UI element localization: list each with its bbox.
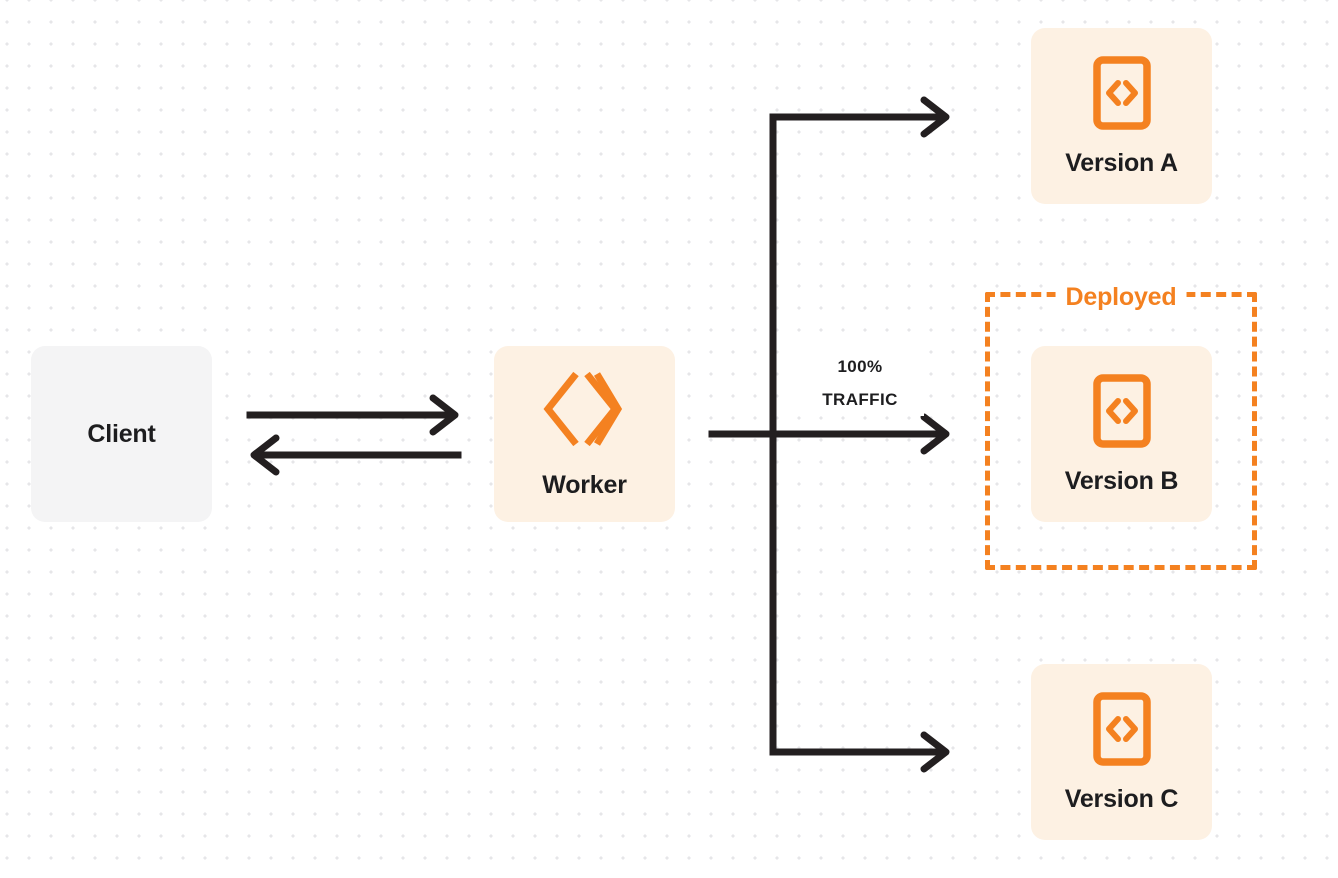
edge-worker-to-client: [250, 434, 462, 476]
node-client[interactable]: Client: [31, 346, 212, 522]
version-b-label: Version B: [1064, 467, 1179, 495]
node-version-b[interactable]: Version B: [1031, 346, 1212, 522]
edge-to-version-b: [708, 413, 950, 455]
worker-label: Worker: [542, 471, 627, 499]
node-version-a[interactable]: Version A: [1031, 28, 1212, 204]
code-file-icon: [1092, 374, 1151, 453]
deployed-group-boundary: Deployed: [985, 282, 1257, 570]
deployed-group-label: Deployed: [1055, 282, 1187, 312]
version-c-label: Version C: [1064, 785, 1179, 813]
code-file-icon: [1092, 692, 1151, 771]
edge-client-to-worker: [246, 394, 459, 436]
code-file-icon: [1092, 56, 1151, 135]
traffic-percentage-label: 100% TRAFFIC: [796, 350, 924, 416]
edge-to-version-c: [769, 731, 950, 773]
traffic-percent-value: 100%: [837, 357, 883, 376]
traffic-word: TRAFFIC: [822, 390, 898, 409]
node-version-c[interactable]: Version C: [1031, 664, 1212, 840]
node-worker[interactable]: Worker: [494, 346, 675, 522]
cloudflare-workers-logo-icon: [543, 370, 627, 453]
client-label: Client: [87, 419, 156, 448]
edge-to-version-a: [769, 96, 950, 138]
version-a-label: Version A: [1065, 149, 1178, 177]
